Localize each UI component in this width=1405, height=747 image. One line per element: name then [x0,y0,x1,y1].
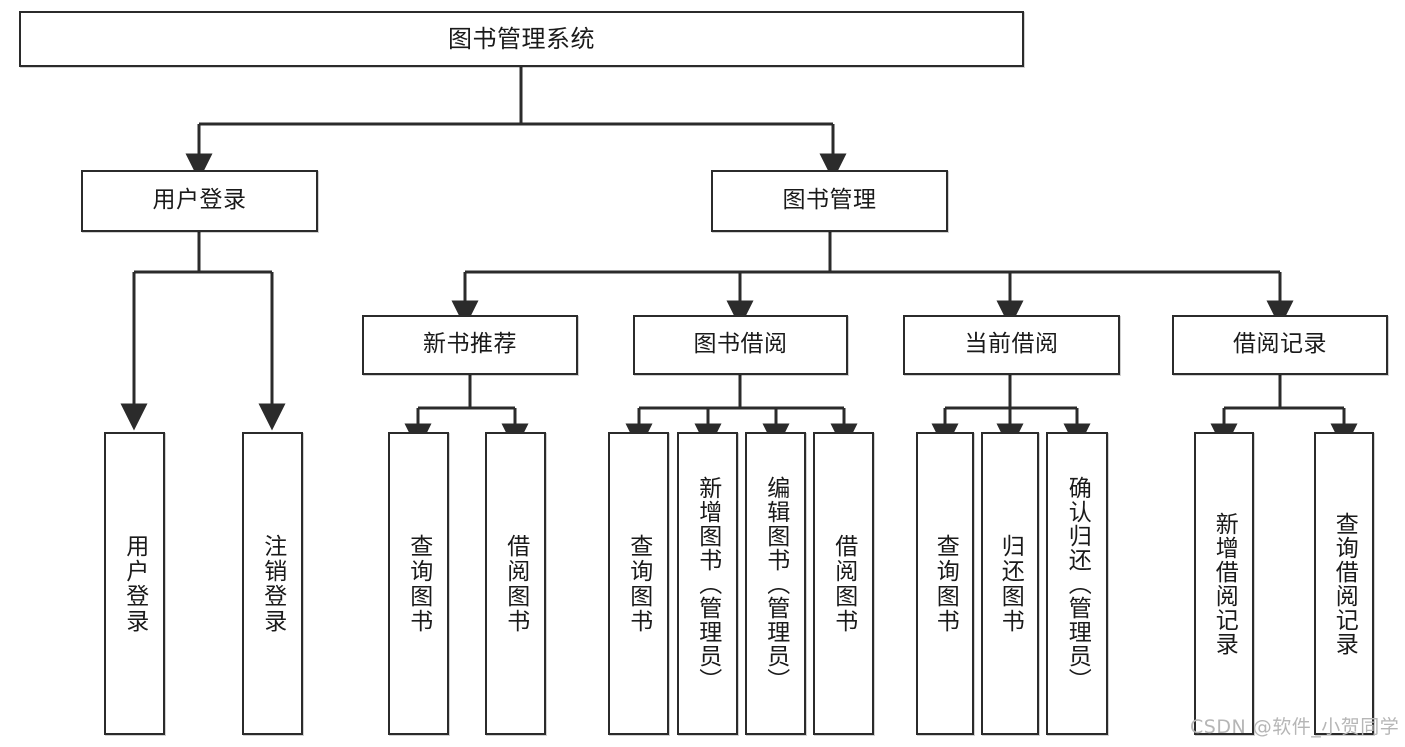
node-leaf-add-book[interactable]: 新增图书（管理员） [677,432,738,735]
node-book-borrow[interactable]: 图书借阅 [633,315,848,375]
csdn-watermark: CSDN @软件_小贺同学 [1190,716,1400,738]
node-current-borrow[interactable]: 当前借阅 [903,315,1120,375]
node-leaf-return-book-label: 归还图书 [997,533,1024,634]
node-leaf-query-record[interactable]: 查询借阅记录 [1314,432,1374,735]
node-book-manage[interactable]: 图书管理 [711,170,948,232]
node-current-borrow-label: 当前借阅 [964,331,1059,358]
node-leaf-query-book-2-label: 查询图书 [625,533,652,634]
node-borrow-record-label: 借阅记录 [1233,331,1327,358]
node-leaf-user-login[interactable]: 用户登录 [104,432,165,735]
node-root[interactable]: 图书管理系统 [19,11,1024,67]
node-user-login-label: 用户登录 [152,187,247,214]
node-leaf-borrow-book-2[interactable]: 借阅图书 [813,432,874,735]
node-leaf-borrow-book-1[interactable]: 借阅图书 [485,432,546,735]
node-book-borrow-label: 图书借阅 [693,331,788,358]
node-leaf-query-book-3[interactable]: 查询图书 [916,432,974,735]
node-leaf-borrow-book-1-label: 借阅图书 [502,533,529,634]
node-root-label: 图书管理系统 [448,24,595,53]
node-leaf-query-book-3-label: 查询图书 [932,533,959,634]
node-leaf-add-record[interactable]: 新增借阅记录 [1194,432,1254,735]
node-user-login[interactable]: 用户登录 [81,170,318,232]
node-leaf-query-book-1-label: 查询图书 [405,533,432,634]
node-new-book-rec-label: 新书推荐 [423,331,517,358]
node-borrow-record[interactable]: 借阅记录 [1172,315,1388,375]
node-leaf-query-record-label: 查询借阅记录 [1331,511,1358,656]
node-new-book-rec[interactable]: 新书推荐 [362,315,578,375]
node-leaf-edit-book-label: 编辑图书（管理员） [762,475,789,692]
node-leaf-add-book-label: 新增图书（管理员） [694,475,721,692]
node-book-manage-label: 图书管理 [782,187,877,214]
node-leaf-logout[interactable]: 注销登录 [242,432,303,735]
node-leaf-add-record-label: 新增借阅记录 [1211,511,1238,656]
node-leaf-logout-label: 注销登录 [259,533,286,634]
node-leaf-return-book[interactable]: 归还图书 [981,432,1039,735]
node-leaf-borrow-book-2-label: 借阅图书 [830,533,857,634]
node-leaf-query-book-2[interactable]: 查询图书 [608,432,669,735]
node-leaf-edit-book[interactable]: 编辑图书（管理员） [745,432,806,735]
node-leaf-user-login-label: 用户登录 [121,533,148,634]
node-leaf-confirm-return-label: 确认归还（管理员） [1064,475,1091,692]
node-leaf-query-book-1[interactable]: 查询图书 [388,432,449,735]
node-leaf-confirm-return[interactable]: 确认归还（管理员） [1046,432,1108,735]
